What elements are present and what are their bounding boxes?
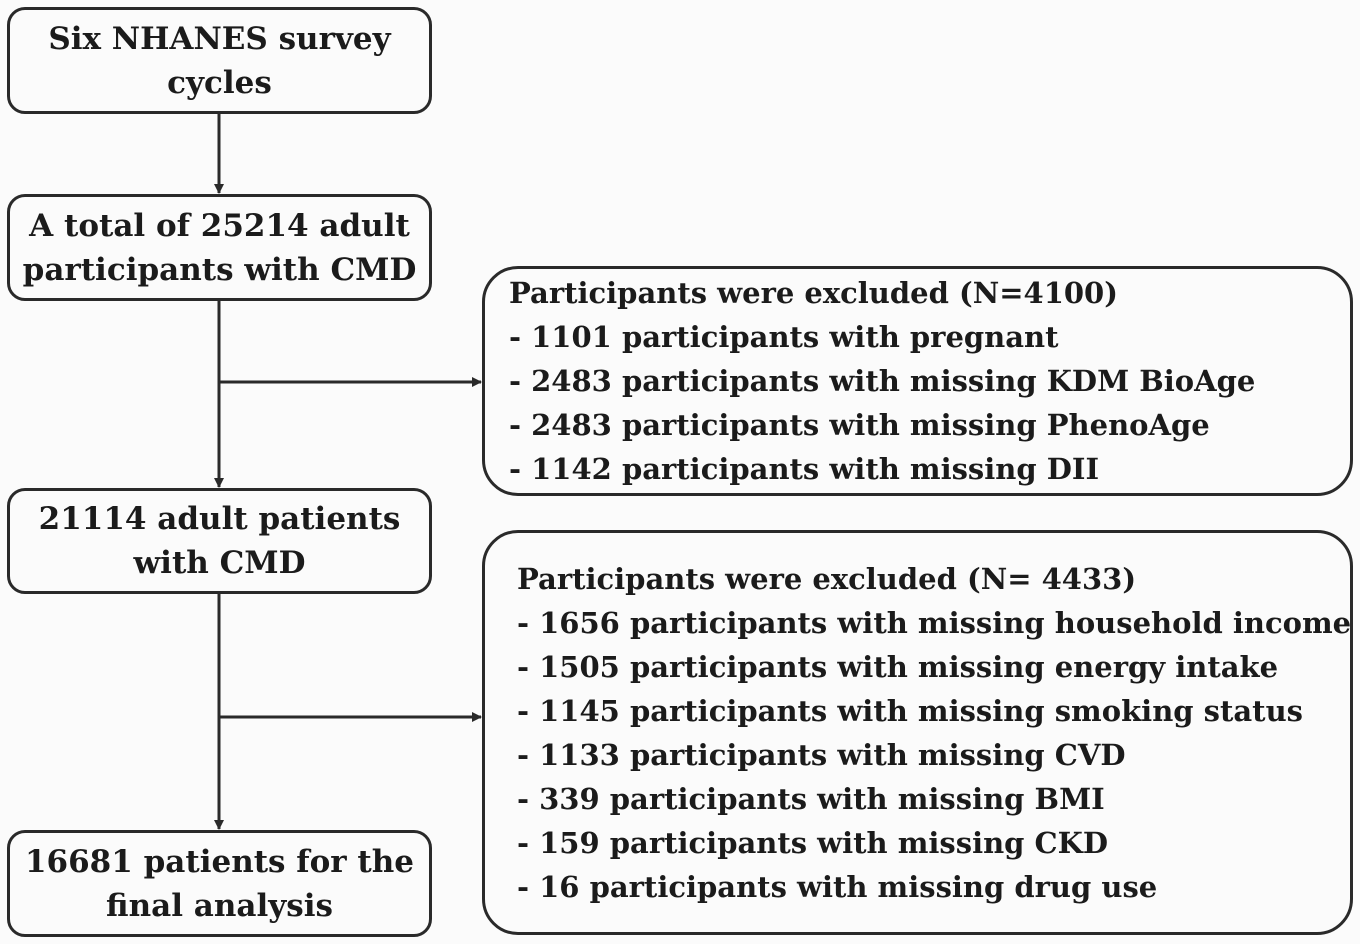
flow-step-3-line-2: with CMD [133,545,306,581]
exclusion-1-item: - 2483 participants with missing PhenoAg… [509,408,1210,442]
exclusion-2-item: - 159 participants with missing CKD [517,825,1108,860]
exclusion-2-title: Participants were excluded (N= 4433) [517,561,1137,596]
exclusion-1-item: - 2483 participants with missing KDM Bio… [509,364,1256,398]
flow-step-2-line-2: participants with CMD [22,251,417,288]
flow-step-2-line-1: A total of 25214 adult [29,207,410,244]
flow-step-4-line-2: final analysis [106,887,333,924]
flow-step-4-line-1: 16681 patients for the [24,843,415,880]
flow-step-1-line-1: Six NHANES survey [48,20,391,57]
exclusion-1-title: Participants were excluded (N=4100) [509,276,1118,310]
exclusion-2-item: - 1145 participants with missing smoking… [517,693,1303,728]
flow-step-2: A total of 25214 adult participants with… [7,194,432,301]
exclusion-2-item: - 1133 participants with missing CVD [517,737,1126,772]
flow-step-4: 16681 patients for the final analysis [7,830,432,937]
exclusion-1-item: - 1101 participants with pregnant [509,320,1059,354]
exclusion-box-2: Participants were excluded (N= 4433) - 1… [482,530,1353,935]
flow-step-3-line-1: 21114 adult patients [38,501,401,537]
exclusion-2-item: - 1505 participants with missing energy … [517,649,1279,684]
exclusion-1-item: - 1142 participants with missing DII [509,452,1100,486]
exclusion-2-item: - 1656 participants with missing househo… [517,605,1352,640]
exclusion-2-item: - 16 participants with missing drug use [517,869,1158,904]
exclusion-box-1: Participants were excluded (N=4100) - 11… [482,266,1353,496]
exclusion-2-item: - 339 participants with missing BMI [517,781,1105,816]
flow-step-1-line-2: cycles [167,64,272,101]
flow-step-3: 21114 adult patients with CMD [7,488,432,594]
flow-step-1: Six NHANES survey cycles [7,7,432,114]
